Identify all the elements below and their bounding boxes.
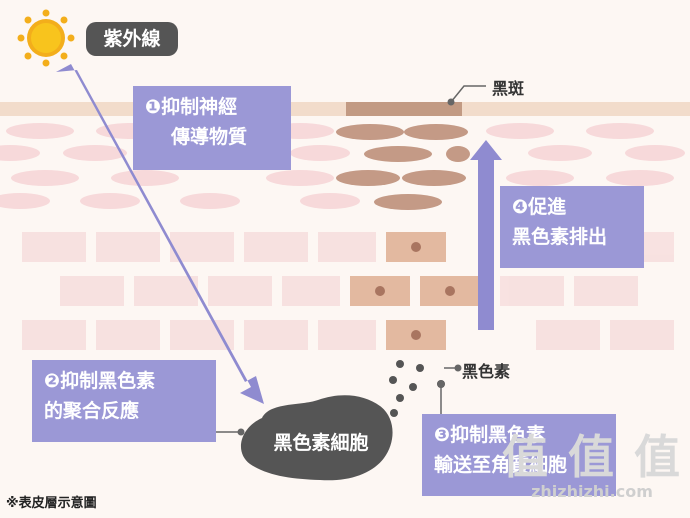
footnote: ※表皮層示意圖 bbox=[6, 496, 97, 511]
step-2-box: ❷抑制黑色素 的聚合反應 bbox=[32, 360, 216, 442]
dark-spot-label: 黑斑 bbox=[492, 79, 525, 98]
melanocyte-label: 黑色素細胞 bbox=[273, 432, 369, 454]
step-4-line-2: 黑色素排出 bbox=[512, 226, 608, 248]
step-4-box: ❹促進 黑色素排出 bbox=[500, 186, 644, 268]
excretion-arrow bbox=[470, 140, 502, 330]
step-3-line-2: 輸送至角質細胞 bbox=[434, 454, 568, 476]
watermark-url: zhizhizhi.com bbox=[531, 482, 653, 501]
step-1-box: ❶抑制神經 傳導物質 bbox=[133, 86, 291, 170]
light-cell-grid bbox=[22, 232, 674, 350]
step-2-line-2: 的聚合反應 bbox=[44, 400, 140, 422]
step-4-line-1: ❹促進 bbox=[512, 196, 567, 218]
melanin-oval-cells bbox=[336, 124, 470, 210]
sun-icon bbox=[17, 9, 75, 67]
skin-surface bbox=[0, 102, 690, 116]
step-2-line-1: ❷抑制黑色素 bbox=[44, 370, 156, 392]
step-3-box: ❸抑制黑色素 輸送至角質細胞 bbox=[422, 414, 616, 496]
dark-cell-nuclei bbox=[375, 242, 455, 340]
step-1-line-1: ❶抑制神經 bbox=[145, 96, 238, 118]
dark-spot-surface bbox=[346, 102, 462, 116]
melanin-label: 黑色素 bbox=[462, 362, 511, 381]
watermark-text: 值 值 值 bbox=[501, 430, 682, 484]
uv-arrow bbox=[56, 64, 264, 404]
melanocyte-cell bbox=[240, 395, 393, 481]
step-3-line-1: ❸抑制黑色素 bbox=[434, 424, 546, 446]
watermark: 值 值 值 zhizhizhi.com bbox=[502, 432, 682, 501]
melanin-dots bbox=[389, 360, 445, 417]
stratum-oval-cells bbox=[0, 123, 685, 209]
step-1-line-2: 傳導物質 bbox=[171, 126, 248, 148]
uv-label: 紫外線 bbox=[86, 22, 178, 56]
leader-dots bbox=[237, 98, 462, 436]
